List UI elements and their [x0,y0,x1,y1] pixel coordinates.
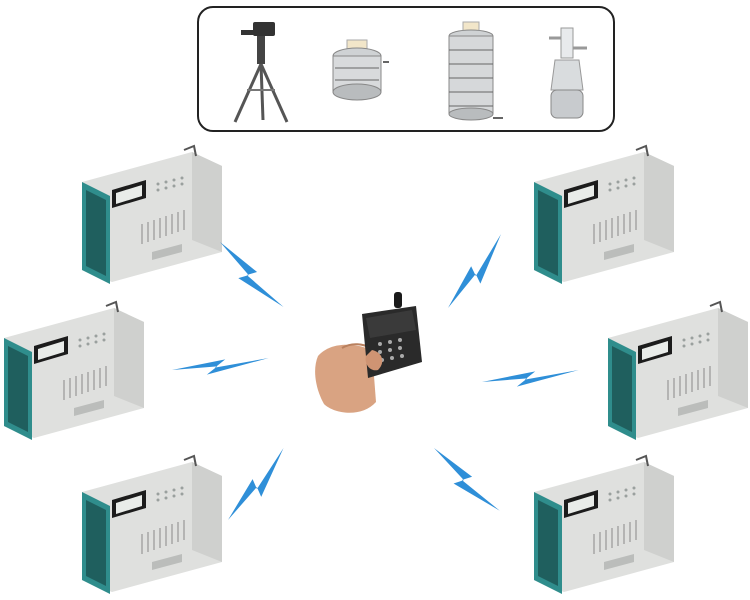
remote-controller [315,292,422,413]
sampler-top-left [81,145,223,285]
stacked-impactor-icon [448,21,503,121]
sampler-bottom-left [81,455,223,595]
signal-bottom-right-icon [429,448,504,511]
glass-impinger-icon [549,27,587,119]
signal-middle-left-icon [172,327,269,401]
sampler-bottom-right [533,455,675,595]
signal-top-left-icon [213,242,290,307]
small-filter-holder-icon [332,39,389,101]
sampler-top-right [533,145,675,285]
sampler-middle-left [3,301,145,441]
signal-middle-right-icon [482,339,579,413]
signal-top-right-icon [443,234,506,308]
sampler-middle-right [607,301,749,441]
tripod-icon [233,22,289,123]
signal-bottom-left-icon [225,448,286,520]
accessories-panel [197,6,615,132]
